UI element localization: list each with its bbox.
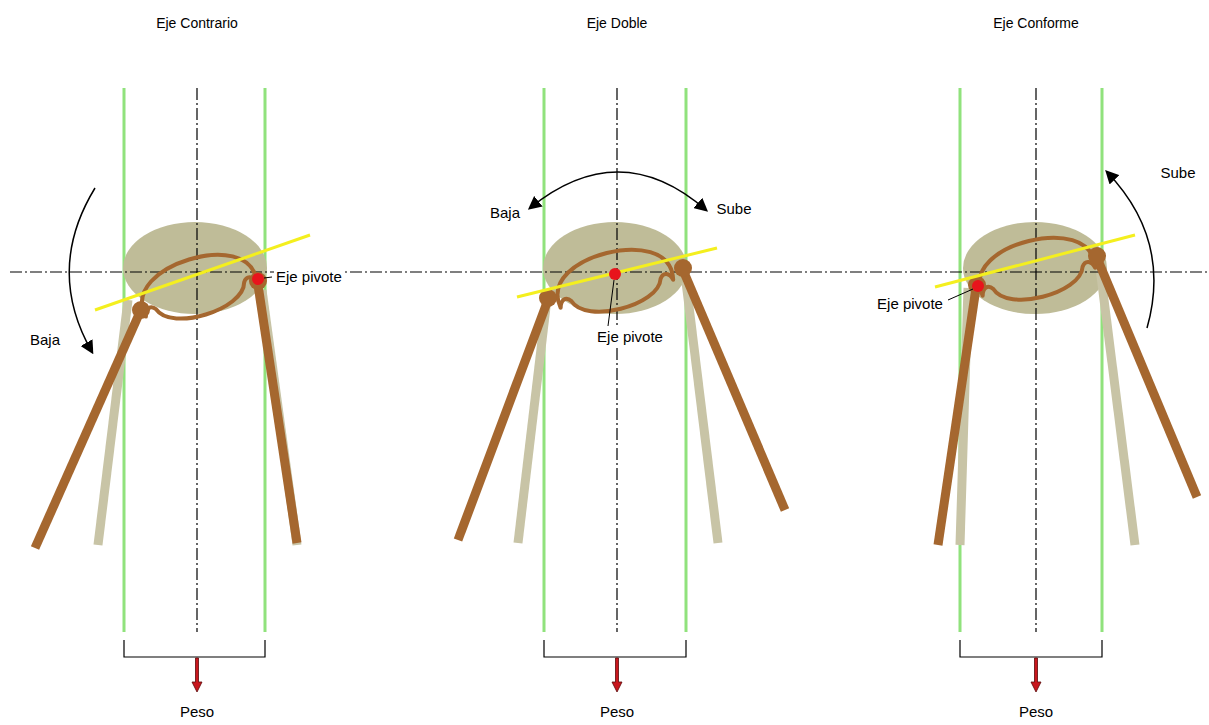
pivot-dot [252,268,984,292]
bracket [124,640,1102,657]
body-outline [133,242,262,331]
label: Baja [28,331,62,348]
knob [132,247,1106,319]
label: Sube [714,200,753,217]
panel-title: Eje Contrario [154,15,240,31]
yellow-line [95,235,1135,310]
label: Eje pivote [875,295,945,312]
label: Sube [1158,164,1197,181]
leader-line [264,277,973,326]
weight-arrow [192,658,1041,692]
rotation-arrow [69,172,1154,352]
label: Eje pivote [595,328,665,345]
label: Baja [488,204,522,221]
panel-title: Eje Doble [585,15,650,31]
label: Eje pivote [274,268,344,285]
axis-line [10,88,1209,632]
label: Peso [1017,703,1055,720]
pale-body [123,222,1107,314]
label: Peso [598,703,636,720]
label: Peso [178,703,216,720]
body-outline [972,227,1100,311]
green-guide [124,88,1102,632]
panel-title: Eje Conforme [991,15,1081,31]
